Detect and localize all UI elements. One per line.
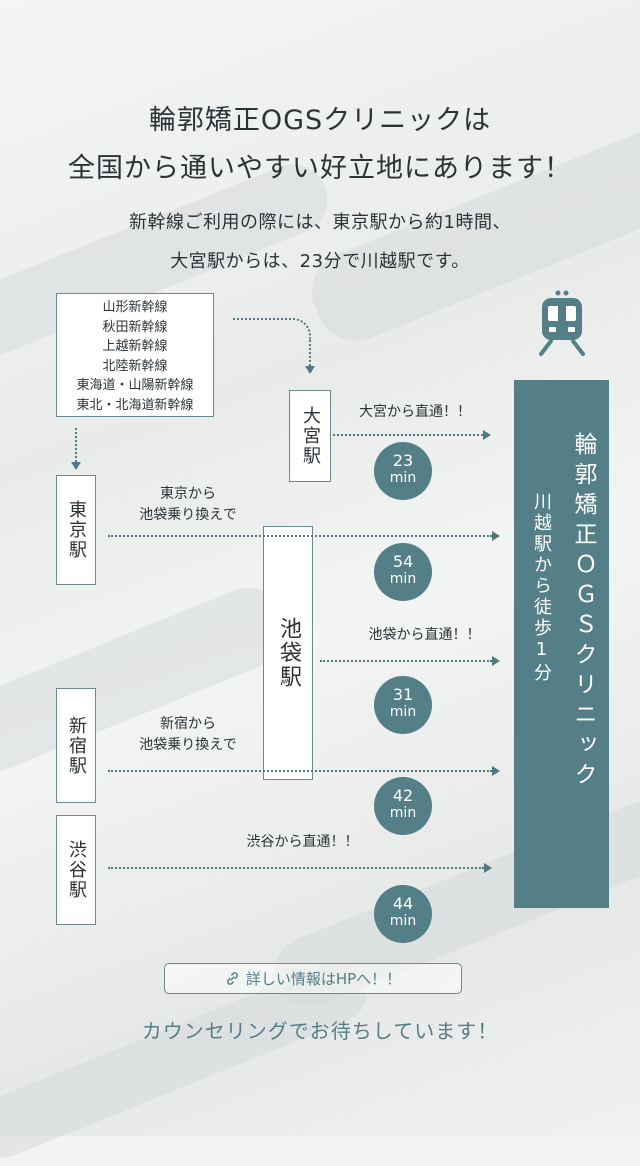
destination-clinic-name: 輪郭矯正ＯＧＳクリニック [570,432,596,792]
route-omiya-unit: min [389,470,417,486]
route-tokyo-line [108,535,492,537]
shinkansen-line: 東北・北海道新幹線 [76,397,194,413]
connector [309,340,311,366]
route-ikebukuro-label: 池袋から直通！！ [368,627,481,643]
route-tokyo-label: 東京から 池袋乗り換えで [118,484,258,526]
route-shibuya-label: 渋谷から直通！！ [246,834,359,850]
station-shinjuku: 新宿駅 [56,688,96,803]
route-omiya-minutes: 23 [392,451,414,470]
arrow-right-icon [492,656,500,666]
route-ikebukuro-time: 31 min [374,676,432,734]
station-ikebukuro-label: 池袋駅 [276,617,301,689]
route-shinjuku-line [108,770,492,772]
link-icon [226,972,238,985]
route-shinjuku-label-line2: 池袋乗り換えで [139,737,237,753]
arrow-right-icon [484,863,492,873]
arrow-right-icon [492,766,500,776]
destination-access: 川越駅から徒歩1分 [531,492,552,684]
shinkansen-line: 上越新幹線 [102,339,168,354]
route-shinjuku-time: 42 min [374,777,432,835]
station-shinjuku-label: 新宿駅 [66,715,87,776]
headline-line2: 全国から通いやすい好立地にあります！ [68,153,572,184]
route-ikebukuro-minutes: 31 [392,685,414,704]
intro-line2: 大宮駅からは、23分で川越駅です。 [170,251,470,272]
route-tokyo-label-line2: 池袋乗り換えで [139,507,237,523]
shinkansen-line: 秋田新幹線 [102,319,168,335]
route-shibuya-time: 44 min [374,885,432,943]
route-shinjuku-label-line1: 新宿から [160,716,216,732]
route-shibuya-minutes: 44 [392,894,414,913]
route-tokyo-minutes: 54 [392,552,414,571]
shinkansen-line: 北陸新幹線 [102,358,168,374]
arrow-down-icon [305,366,315,374]
intro-line1: 新幹線ご利用の際には、東京駅から約1時間、 [129,212,511,233]
route-shibuya-unit: min [389,913,417,929]
station-shibuya-label: 渋谷駅 [66,840,87,900]
hp-link-button[interactable]: 詳しい情報はHPへ！！ [164,963,462,994]
connector [75,428,77,462]
destination-banner: 輪郭矯正ＯＧＳクリニック 川越駅から徒歩1分 [514,380,609,908]
connector [233,318,291,320]
arrow-down-icon [71,462,81,470]
station-omiya: 大宮駅 [289,390,331,482]
route-omiya-time: 23 min [374,442,432,500]
route-shinjuku-label: 新宿から 池袋乗り換えで [118,714,258,756]
headline-line1: 輪郭矯正OGSクリニックは [148,105,492,136]
shinkansen-lines-box: 山形新幹線 秋田新幹線 上越新幹線 北陸新幹線 東海道・山陽新幹線 東北・北海道… [56,293,214,417]
arrow-right-icon [492,531,500,541]
route-omiya-label: 大宮から直通！！ [359,404,471,420]
arrow-right-icon [483,430,491,440]
station-tokyo-label: 東京駅 [66,500,87,560]
station-tokyo: 東京駅 [56,475,96,585]
route-omiya-line [333,434,483,436]
route-shinjuku-minutes: 42 [392,786,414,805]
route-tokyo-label-line1: 東京から [160,486,216,502]
route-tokyo-time: 54 min [374,543,432,601]
route-ikebukuro-unit: min [389,704,417,720]
train-icon [539,290,585,356]
closing-message: カウンセリングでお待ちしています！ [141,1019,499,1043]
shinkansen-line: 山形新幹線 [102,300,168,315]
route-tokyo-unit: min [389,571,417,587]
station-omiya-label: 大宮駅 [300,406,321,466]
shinkansen-line: 東海道・山陽新幹線 [76,378,194,393]
station-shibuya: 渋谷駅 [56,815,96,925]
hp-link-label: 詳しい情報はHPへ！！ [245,970,402,988]
route-shinjuku-unit: min [389,805,417,821]
route-ikebukuro-line [320,660,492,662]
station-ikebukuro: 池袋駅 [263,526,313,780]
route-shibuya-line [108,867,484,869]
